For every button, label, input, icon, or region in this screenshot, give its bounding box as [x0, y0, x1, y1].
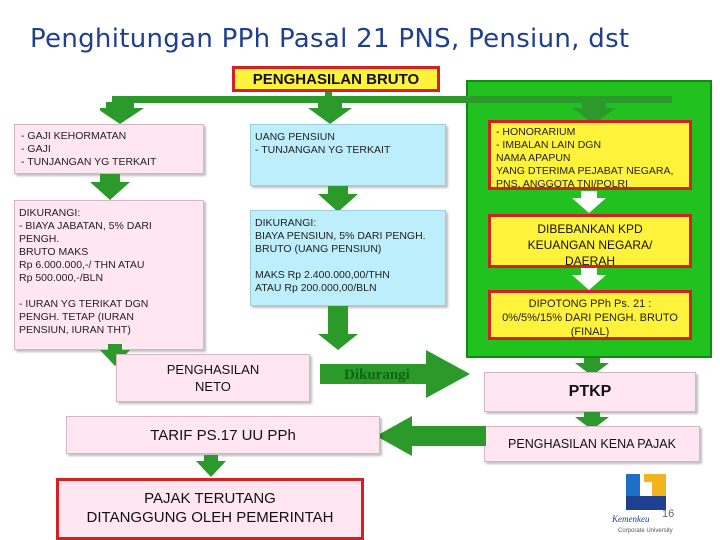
arrow-down-right-3: [572, 268, 606, 290]
neto-text: PENGHASILAN NETO: [166, 362, 260, 394]
left-income-list: GAJI KEHORMATAN GAJI TUNJANGAN YG TERKAI…: [19, 130, 199, 169]
pkp-box: PENGHASILAN KENA PAJAK: [484, 426, 700, 462]
pajak-text: PAJAK TERUTANG DITANGGUNG OLEH PEMERINTA…: [86, 490, 334, 526]
arrow-to-pajak: [196, 455, 226, 477]
arrow-dikurangi: [320, 350, 470, 398]
right-income-text: - HONORARIUM - IMBALAN LAIN DGN NAMA APA…: [496, 126, 674, 190]
list-item: GAJI KEHORMATAN: [19, 130, 199, 143]
bruto-connector: [100, 90, 672, 124]
page-number: 16: [662, 508, 675, 520]
arrow-mid-to-neto: [318, 306, 358, 350]
connector-stem: [325, 90, 332, 98]
tarif-box: TARIF PS.17 UU PPh: [66, 416, 380, 454]
arrow-down-left-2: [90, 174, 130, 200]
ptkp-text: PTKP: [568, 383, 612, 400]
tarif-text: TARIF PS.17 UU PPh: [150, 426, 296, 444]
logo-subtitle: Corporate University: [618, 528, 673, 534]
arrow-down-right: [572, 102, 616, 124]
dikurangi-label: Dikurangi: [344, 367, 410, 383]
pajak-box: PAJAK TERUTANG DITANGGUNG OLEH PEMERINTA…: [56, 478, 364, 540]
logo-text: Kemenkeu: [612, 514, 650, 524]
left-income-box: GAJI KEHORMATAN GAJI TUNJANGAN YG TERKAI…: [14, 124, 204, 174]
bruto-box: PENGHASILAN BRUTO: [232, 66, 440, 92]
arrow-down-left: [100, 102, 144, 124]
right-potong-text: DIPOTONG PPh Ps. 21 : 0%/5%/15% DARI PEN…: [502, 298, 678, 338]
page-title: Penghitungan PPh Pasal 21 PNS, Pensiun, …: [30, 24, 630, 54]
right-potong-box: DIPOTONG PPh Ps. 21 : 0%/5%/15% DARI PEN…: [488, 290, 692, 340]
mid-income-box: UANG PENSIUN - TUNJANGAN YG TERKAIT: [250, 124, 446, 186]
mid-deduct-text: DIKURANGI: BIAYA PENSIUN, 5% DARI PENGH.…: [255, 217, 426, 294]
arrow-down-mid: [308, 102, 352, 124]
mid-income-text: UANG PENSIUN - TUNJANGAN YG TERKAIT: [255, 131, 391, 156]
list-item: TUNJANGAN YG TERKAIT: [19, 156, 199, 169]
list-item: GAJI: [19, 143, 199, 156]
kemenkeu-logo-icon: [626, 474, 666, 510]
arrow-to-pkp: [575, 412, 609, 430]
connector-bar: [112, 96, 672, 103]
arrow-down-mid-2: [318, 186, 358, 212]
arrow-left-to-tarif: [376, 416, 486, 456]
arrow-to-neto: [100, 344, 130, 366]
arrow-to-ptkp: [575, 358, 609, 376]
right-beban-box: DIBEBANKAN KPD KEUANGAN NEGARA/ DAERAH: [488, 214, 692, 268]
neto-box: PENGHASILAN NETO: [116, 354, 310, 402]
ptkp-box: PTKP: [484, 372, 696, 412]
right-income-box: - HONORARIUM - IMBALAN LAIN DGN NAMA APA…: [488, 120, 692, 190]
left-deduct-box: DIKURANGI: - BIAYA JABATAN, 5% DARI PENG…: [14, 200, 204, 350]
pkp-text: PENGHASILAN KENA PAJAK: [508, 437, 676, 451]
left-deduct-text: DIKURANGI: - BIAYA JABATAN, 5% DARI PENG…: [19, 207, 152, 336]
arrow-down-right-2: [572, 191, 606, 213]
mid-deduct-box: DIKURANGI: BIAYA PENSIUN, 5% DARI PENGH.…: [250, 210, 446, 306]
right-beban-text: DIBEBANKAN KPD KEUANGAN NEGARA/ DAERAH: [527, 222, 653, 268]
